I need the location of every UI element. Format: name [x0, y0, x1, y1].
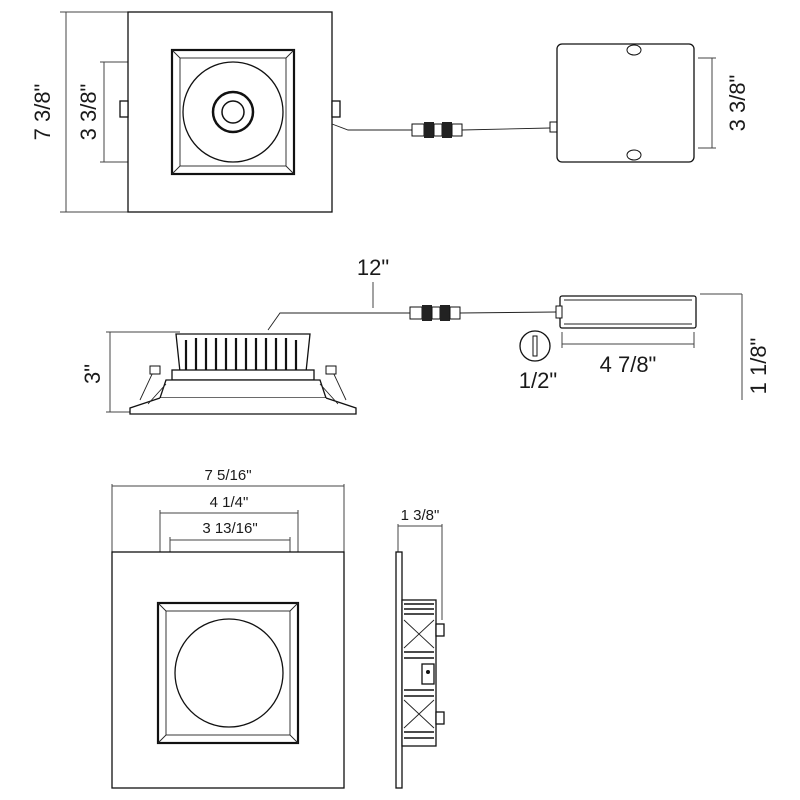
side-cable-length-label: 12": [357, 255, 389, 280]
front-frame-width-label: 4 1/4": [210, 494, 249, 511]
front-frame-outer: [156, 601, 300, 745]
top-aperture-label: 3 3/8": [76, 84, 101, 141]
side-knockout-label: 1/2": [519, 368, 557, 393]
side-view: 12" 1/2" 4 7/8": [80, 255, 771, 415]
profile-body: [401, 599, 445, 747]
front-view: 7 5/16" 4 1/4" 3 13/16": [111, 467, 345, 789]
top-driver-slot-bottom: [626, 149, 642, 161]
top-cable-to-driver: [461, 127, 551, 131]
profile-trim-edge: [395, 551, 403, 789]
top-led-ring: [211, 90, 255, 134]
top-led-core: [221, 100, 245, 124]
side-driver-box: [559, 295, 697, 329]
side-trim-profile: [129, 365, 357, 415]
top-cable: [331, 123, 412, 131]
top-frame-inner: [179, 57, 287, 167]
top-lens: [182, 61, 284, 163]
top-frame-outer: [170, 48, 296, 176]
top-right-clip: [331, 100, 341, 118]
side-heat-sink: [171, 333, 315, 381]
top-driver-height-dimension: 3 3/8": [698, 57, 750, 149]
side-connector: [409, 305, 461, 321]
profile-depth-label: 1 3/8": [401, 507, 440, 524]
side-driver-depth-dimension: 1 1/8": [700, 293, 771, 400]
top-view: 7 3/8" 3 3/8": [30, 11, 750, 213]
top-driver-box: [556, 43, 695, 163]
front-frame-inner: [165, 610, 291, 736]
profile-depth-dimension: 1 3/8": [397, 507, 443, 620]
front-lens: [174, 618, 284, 728]
top-driver-slot-top: [626, 44, 642, 56]
side-housing-height-label: 3": [80, 364, 105, 384]
side-housing-height-dimension: 3": [80, 331, 180, 413]
side-cable-to-driver: [459, 311, 557, 314]
top-driver-height-label: 3 3/8": [725, 75, 750, 132]
front-trim-width-label: 7 5/16": [204, 467, 251, 484]
profile-view: 1 3/8": [395, 507, 445, 789]
top-height-dimension: 7 3/8": [30, 11, 128, 213]
side-driver-length-label: 4 7/8": [600, 352, 657, 377]
side-driver-length-dimension: 4 7/8": [561, 332, 695, 377]
front-trim-width-dimension: 7 5/16": [111, 467, 345, 552]
side-knockout-symbol: [519, 330, 551, 362]
front-lens-width-label: 3 13/16": [202, 520, 257, 537]
side-cable: [267, 312, 410, 331]
side-driver-depth-label: 1 1/8": [746, 338, 771, 395]
top-connector: [411, 122, 463, 138]
top-height-label: 7 3/8": [30, 84, 55, 141]
top-left-clip: [119, 100, 129, 118]
top-aperture-dimension: 3 3/8": [76, 61, 175, 163]
